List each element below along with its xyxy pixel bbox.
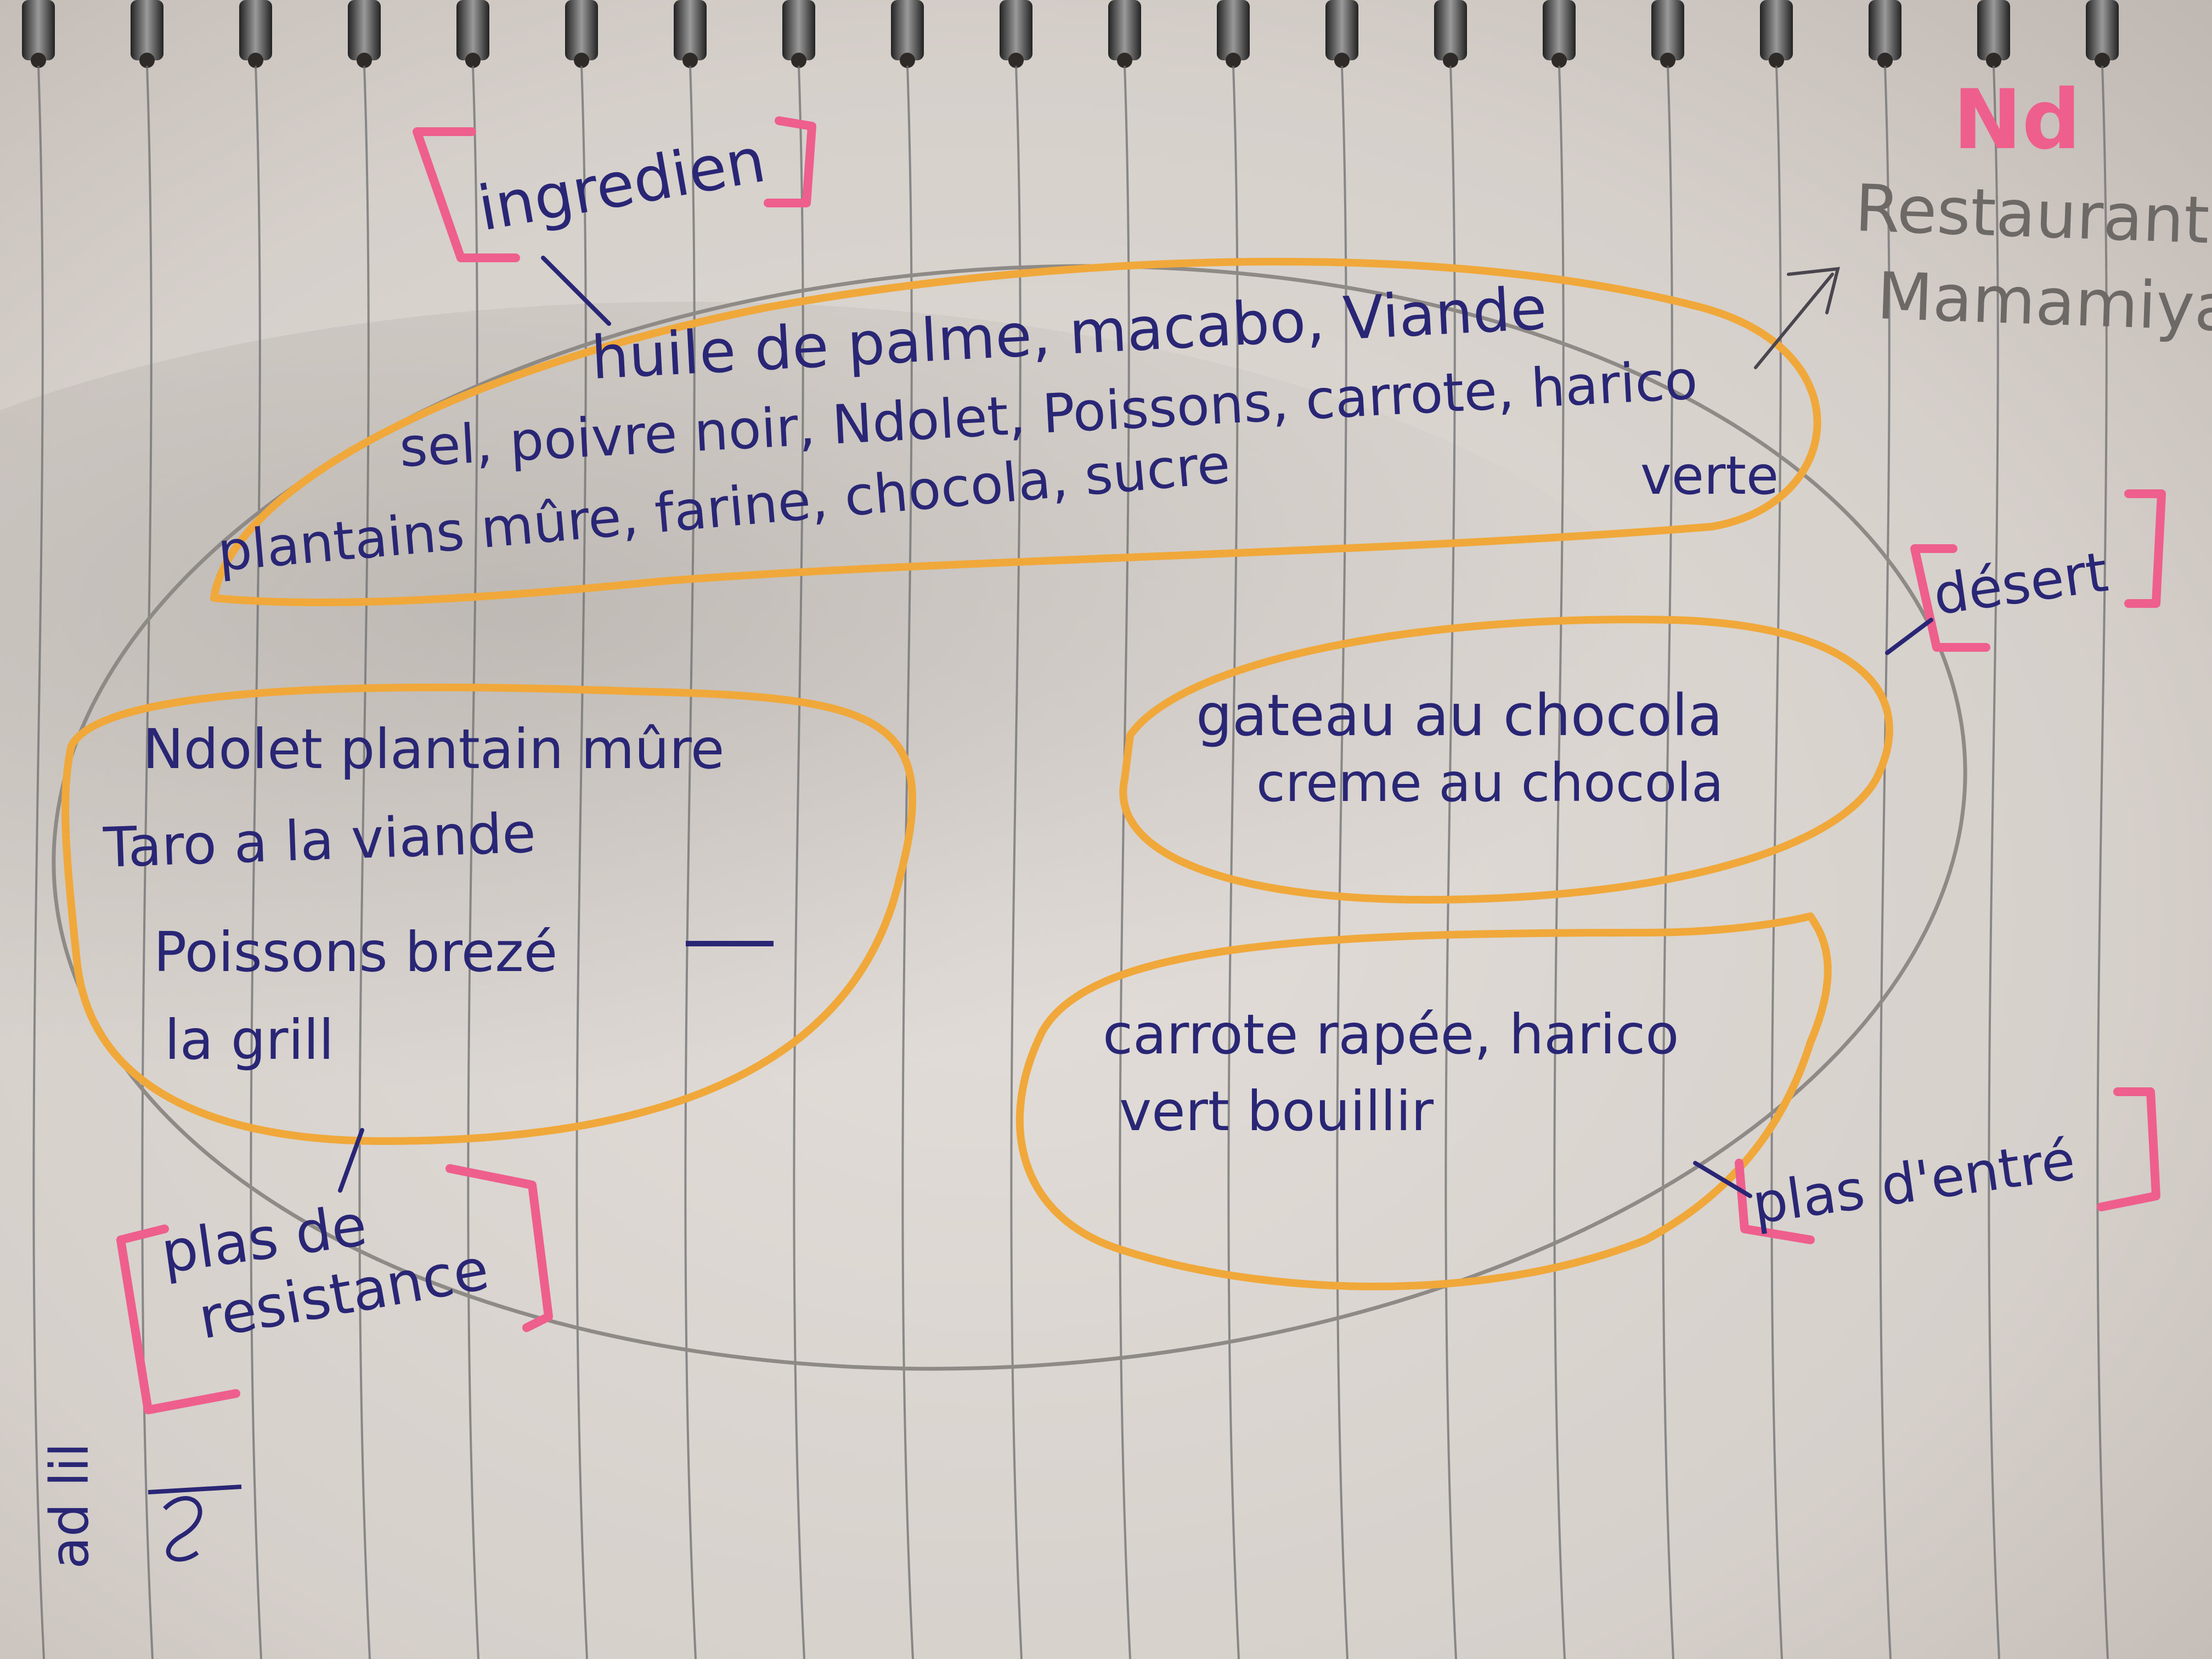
ingredients-line-3: verte [1640,445,1779,506]
corner-mark: Nd [1953,72,2081,168]
orange-loop-starter [1015,912,1832,1290]
main-course-line-1: Ndolet plantain mûre [143,717,724,781]
pink-bracket-ingredients-right [764,116,816,207]
ruled-line [1770,65,1783,1659]
title-line-2: Mamamiya [1876,258,2212,346]
ruled-line [1119,65,1131,1659]
pink-bracket-main-right [445,1164,553,1332]
ruled-line [575,65,588,1659]
ruled-line [1662,65,1674,1659]
spiral-hole [2095,53,2110,68]
pink-bracket-dessert-left [1910,544,1990,652]
spiral-hole [139,53,155,68]
spiral-hole [1877,53,1893,68]
ruled-line [1553,65,1566,1659]
ruled-lines [32,65,2109,1659]
ruled-line [467,65,479,1659]
orange-loop-main-course [61,684,916,1145]
ruled-line [1444,65,1457,1659]
spiral-hole [1443,53,1458,68]
spiral-hole [574,53,589,68]
ruled-line [250,65,262,1659]
main-course-line-3: Poissons brezé [154,920,557,984]
orange-loop-dessert [1119,616,1893,904]
spiral-ring [565,0,598,60]
pink-bracket-starter-right [2097,1087,2160,1211]
spiral-ring [891,0,924,60]
spiral-hole [900,53,915,68]
spiral-ring [239,0,272,60]
connector-main-course [338,1128,364,1193]
spiral-ring [1543,0,1576,60]
ruled-line [1988,65,2000,1659]
arrow-head [1787,267,1840,314]
spiral-hole [1660,53,1675,68]
spiral-ring [348,0,381,60]
hand-shadow [0,302,1728,1180]
spiral-binding [22,0,2119,68]
spiral-hole [31,53,46,68]
connector-ingredients [541,256,611,326]
title-line-1: Restaurant [1854,170,2210,258]
connector-starter [1693,1161,1752,1198]
spiral-hole [682,53,698,68]
ruled-line [793,65,805,1659]
starter-line-1: carrote rapée, harico [1103,1002,1679,1066]
orange-loop-ingredients [210,257,1821,607]
spiral-hole [1334,53,1350,68]
spiral-ring [2086,0,2119,60]
spiral-hole [1117,53,1132,68]
spiral-hole [1226,53,1241,68]
spiral-hole [357,53,372,68]
ruled-line [1879,65,1892,1659]
ruled-line [32,65,45,1659]
spiral-ring [22,0,55,60]
ruled-line [1010,65,1023,1659]
margin-scribble [148,1485,242,1562]
spiral-ring [1869,0,1901,60]
spiral-ring [1651,0,1684,60]
arrow-to-title [1754,273,1834,369]
ruled-line [684,65,697,1659]
connector-dessert [1885,618,1933,655]
pink-bracket-starter-left [1735,1159,1815,1244]
spiral-ring [1760,0,1793,60]
ruled-line [1227,65,1240,1659]
main-course-line-4: la grill [165,1008,334,1072]
ruled-line [2096,65,2109,1659]
main-course-line-2: Taro a la viande [102,801,537,880]
pink-bracket-main-left [116,1224,240,1414]
spiral-ring [456,0,489,60]
spiral-ring [674,0,707,60]
spiral-hole [1769,53,1784,68]
spiral-ring [1108,0,1141,60]
spiral-hole [791,53,806,68]
margin-note: ad lil [39,1443,100,1569]
spiral-hole [248,53,263,68]
spiral-hole [1986,53,2001,68]
spiral-hole [465,53,481,68]
ruled-line [358,65,371,1659]
pencil-outer-ellipse [52,264,1967,1371]
spiral-ring [1434,0,1467,60]
spiral-ring [782,0,815,60]
starter-line-2: vert bouillir [1119,1079,1434,1143]
spiral-ring [131,0,163,60]
spiral-ring [1217,0,1250,60]
dessert-line-1: gateau au chocola [1196,682,1723,749]
spiral-ring [1000,0,1032,60]
dessert-line-2: creme au chocola [1256,752,1724,814]
ruled-line [1336,65,1348,1659]
pink-bracket-ingredients-left [413,127,520,262]
spiral-hole [1008,53,1024,68]
spiral-ring [1977,0,2010,60]
spiral-hole [1551,53,1567,68]
pink-bracket-dessert-right [2124,489,2166,608]
spiral-ring [1325,0,1358,60]
